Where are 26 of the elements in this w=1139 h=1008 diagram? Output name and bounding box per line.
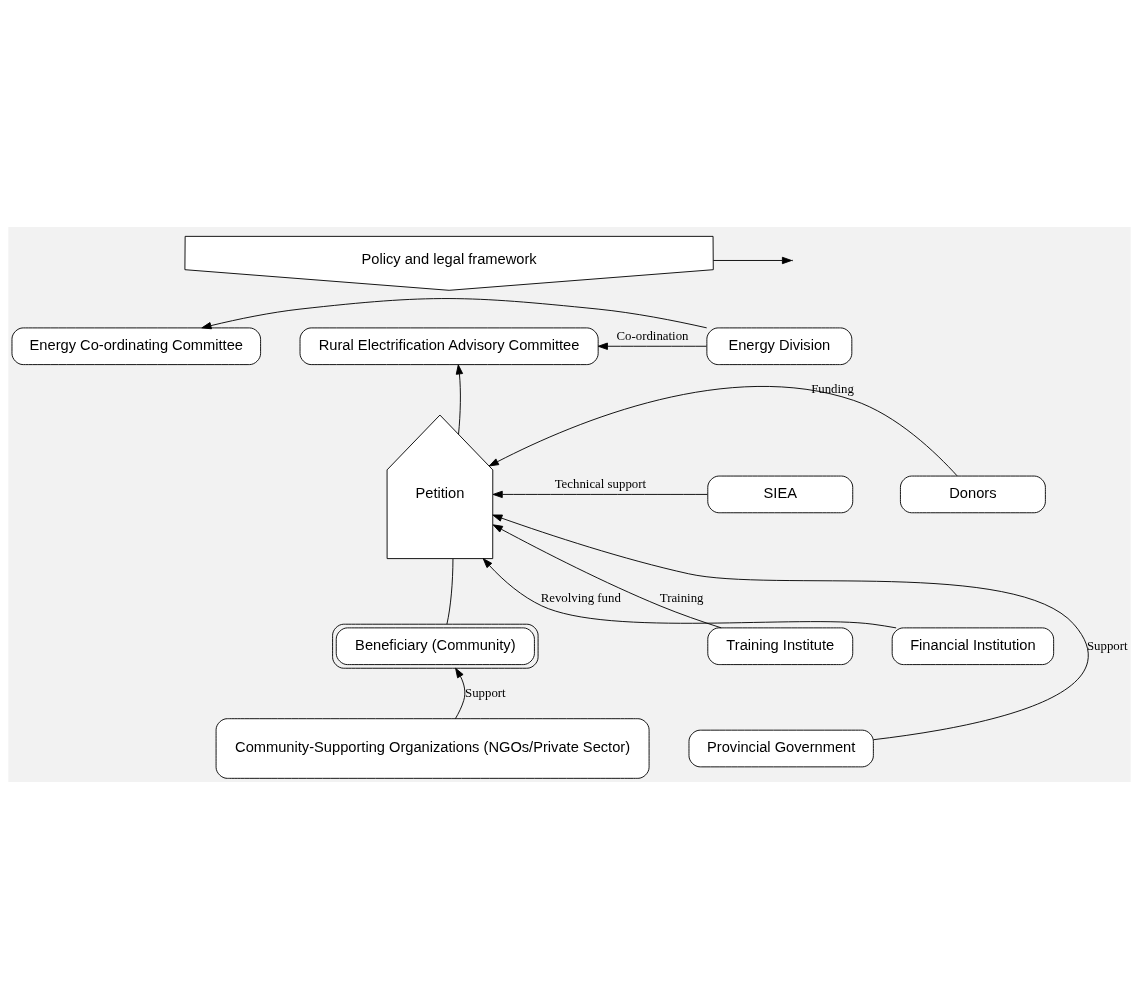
node-box: Training Institute [707, 626, 854, 665]
arrow [597, 342, 707, 350]
arrow [201, 297, 708, 329]
node-box: Energy Division [706, 326, 853, 365]
node-box: Energy Co-ordinating Committee [11, 326, 262, 365]
connector [446, 558, 454, 625]
arrow [492, 514, 1089, 740]
edge-label: Technical support [554, 476, 647, 491]
node-box: SIEA [707, 475, 854, 513]
arrow [455, 363, 464, 435]
node-box: Rural Electrification Advisory Committee [299, 326, 599, 365]
edge-label: Support [465, 685, 506, 700]
arrow [482, 557, 897, 628]
arrow [492, 490, 708, 498]
node-box: Community-Supporting Organizations (NGOs/Private Sector) [215, 717, 650, 779]
node-box: Provincial Government [688, 729, 874, 767]
edge-label: Funding [811, 381, 854, 396]
edge-label: Training [659, 590, 704, 605]
edge-label: Revolving fund [540, 590, 621, 605]
arrow [492, 523, 722, 628]
node-box: Donors [900, 475, 1046, 513]
arrow [454, 667, 466, 719]
edge-label: Support [1086, 638, 1128, 653]
edge-label: Co-ordination [616, 328, 689, 343]
arrow [488, 385, 958, 476]
node-box: Financial Institution [891, 626, 1055, 665]
